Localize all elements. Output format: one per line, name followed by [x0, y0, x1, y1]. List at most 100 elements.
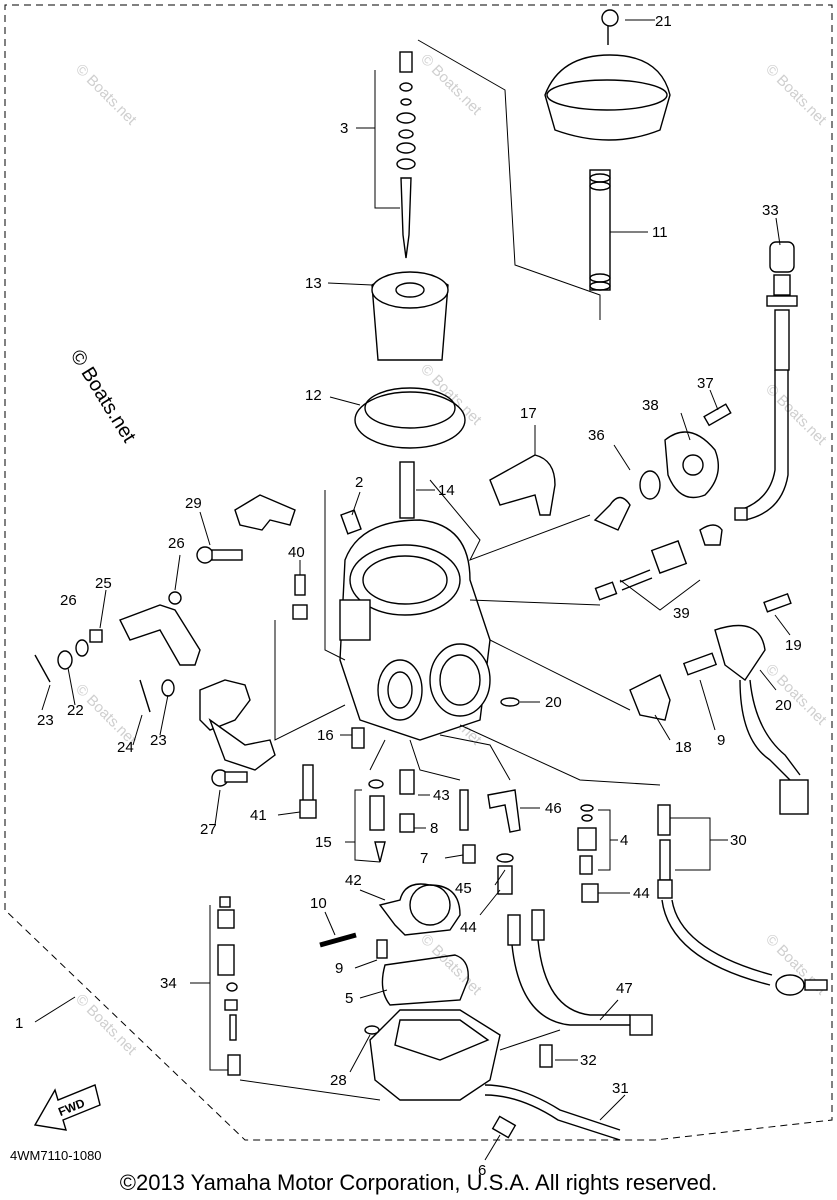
part-label-14: 14: [438, 482, 455, 499]
starter-cap: [489, 454, 556, 516]
part-label-9b: 9: [335, 960, 343, 977]
leader-lines: [34, 19, 791, 1161]
part-label-26: 26: [168, 535, 185, 552]
part-label-3: 3: [340, 120, 348, 137]
part-label-6: 6: [478, 1162, 486, 1179]
float-bowl: [369, 1009, 501, 1101]
part-label-26b: 26: [60, 592, 77, 609]
part-label-41: 42: [345, 872, 362, 889]
jet-needle-set: [396, 51, 416, 259]
part-label-29: 29: [185, 495, 202, 512]
small-screw: [340, 509, 362, 535]
part-label-33: 33: [762, 202, 779, 219]
assembly-lines: [239, 39, 661, 1101]
part-label-20: 20: [775, 697, 792, 714]
copyright-notice: ©2013 Yamaha Motor Corporation, U.S.A. A…: [119, 1170, 718, 1195]
part-label-19: 19: [785, 637, 802, 654]
part-label-12: 12: [305, 387, 322, 404]
starter-plunger: [593, 470, 661, 531]
watermark: © Boats.net: [762, 381, 830, 449]
top-cover: [544, 9, 671, 141]
part-label-24: 23: [37, 712, 54, 729]
part-label-18: 18: [675, 739, 692, 756]
part-label-38: 39: [673, 605, 690, 622]
o-ring: [364, 1025, 380, 1035]
part-label-16: 16: [317, 727, 334, 744]
pilot-screw-set: [594, 524, 723, 601]
part-label-4: 4: [620, 832, 628, 849]
pilot-jet: [299, 764, 317, 819]
main-jet: [399, 769, 469, 831]
watermark-main: © Boats.net: [66, 346, 140, 447]
watermark: © Boats.net: [417, 51, 485, 119]
watermark: © Boats.net: [762, 661, 830, 729]
forward-arrow: FWD: [33, 1084, 101, 1131]
piston-valve: [371, 271, 449, 361]
part-label-1: 1: [15, 1015, 23, 1032]
part-label-13: 13: [305, 275, 322, 292]
throttle-linkage: [119, 494, 296, 787]
cover-plate: [664, 431, 719, 499]
part-label-23b: 23: [150, 732, 167, 749]
screw: [376, 939, 388, 959]
watermark: © Boats.net: [72, 991, 140, 1059]
float-bowl-gasket: [381, 954, 469, 1006]
starter-cable-assembly: [657, 804, 828, 996]
part-label-21: 20: [545, 694, 562, 711]
part-label-32: 32: [580, 1052, 597, 1069]
part-label-11: 11: [652, 224, 668, 241]
drain-screw-and-hose: [484, 1084, 621, 1141]
part-label-34: 34: [160, 975, 177, 992]
part-label-37: 38: [642, 397, 659, 414]
diagram-code: 4WM7110-1080: [10, 1148, 102, 1163]
watermark: © Boats.net: [762, 61, 830, 129]
part-label-10: 10: [310, 895, 327, 912]
jets: [399, 813, 476, 864]
part-label-9: 9: [717, 732, 725, 749]
diaphragm: [354, 387, 466, 449]
part-label-47: 47: [616, 980, 633, 997]
part-label-8: 8: [430, 820, 438, 837]
throttle-stop-screw: [577, 804, 597, 875]
screw: [703, 403, 732, 427]
float: [378, 883, 461, 936]
sensor-assembly: [629, 592, 809, 815]
part-label-40: 41: [250, 807, 267, 824]
part-label-28: 28: [330, 1072, 347, 1089]
part-label-5: 5: [345, 990, 353, 1007]
part-label-35: 36: [588, 427, 605, 444]
part-label-31: 31: [612, 1080, 629, 1097]
part-label-36: 37: [697, 375, 714, 392]
part-labels: 21 3 11 33 13 12 37 38 17 36 2 14 29 26 …: [15, 13, 802, 1179]
bracket: [487, 789, 521, 833]
part-label-24b: 24: [117, 739, 134, 756]
assembly-boundary: [4, 4, 833, 1141]
main-nozzle: [399, 461, 415, 519]
cable-adjuster: [734, 241, 798, 521]
needle-valve: [368, 779, 386, 863]
part-label-23: 22: [67, 702, 84, 719]
screw: [539, 1044, 553, 1068]
part-label-39: 40: [288, 544, 305, 561]
watermark: © Boats.net: [417, 931, 485, 999]
air-screw: [292, 574, 308, 620]
part-label-7: 7: [420, 850, 428, 867]
part-label-45: 45: [455, 880, 472, 897]
part-label-42: 44: [633, 885, 650, 902]
cap: [581, 883, 599, 903]
part-label-22: 21: [655, 13, 672, 30]
drain-fitting: [496, 853, 514, 895]
part-label-27: 27: [200, 821, 217, 838]
part-label-2: 2: [355, 474, 363, 491]
part-label-43: 43: [433, 787, 450, 804]
spring: [589, 169, 611, 291]
carburetor-body: [339, 519, 491, 741]
part-label-44: 44: [460, 919, 477, 936]
part-label-17: 17: [520, 405, 537, 422]
part-label-15: 15: [315, 834, 332, 851]
part-label-25: 25: [95, 575, 112, 592]
enrichment-set: [217, 896, 241, 1076]
heater-wire: [507, 909, 653, 1036]
watermark: © Boats.net: [72, 61, 140, 129]
